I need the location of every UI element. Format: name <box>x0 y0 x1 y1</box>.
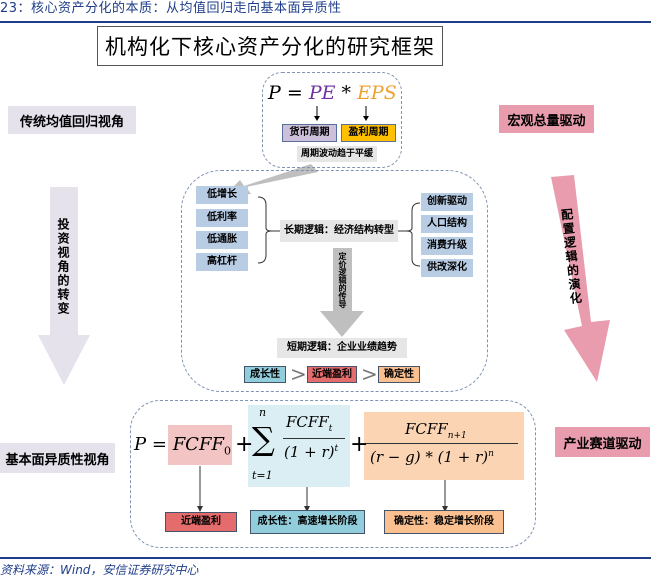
left-arrow-text: 投资视角的转变 <box>56 218 70 316</box>
rank-growth: 成长性 <box>244 366 286 383</box>
source-note: 资料来源：Wind，安信证券研究中心 <box>0 563 199 577</box>
formula-eps: EPS <box>357 82 397 104</box>
dcf-formula-lhs: P = FCFF0 <box>134 434 231 457</box>
structure-factor-item: 供改深化 <box>421 259 473 277</box>
formula-plus: + <box>235 432 254 457</box>
greater-than-sign: > <box>361 362 378 386</box>
traditional-view-label: 传统均值回归视角 <box>8 106 136 134</box>
term1-arrowhead <box>197 506 203 512</box>
eps-down-arrowhead <box>363 116 369 121</box>
term2-arrowhead <box>304 506 310 512</box>
term3-highlight <box>364 412 524 480</box>
middle-logic-container <box>181 170 488 392</box>
rank-near-earnings: 近端盈利 <box>307 366 357 383</box>
growth-stage-label: 成长性：高速增长阶段 <box>250 510 365 534</box>
term2-denominator: (1 + r)t <box>284 445 338 460</box>
formula-fcff0: FCFF <box>172 434 224 455</box>
term3-numerator: FCFFn+1 <box>405 420 467 441</box>
formula-den-a: (r − <box>370 448 406 466</box>
formula-sub: 0 <box>223 444 231 458</box>
formula-den-b: ) * (1 + r) <box>414 448 489 466</box>
bottom-formula-container <box>130 400 536 548</box>
formula-g: g <box>405 448 415 466</box>
left-down-arrow <box>38 187 90 385</box>
structure-factor-item: 创新驱动 <box>421 193 473 211</box>
formula-fcfft: FCFF <box>286 413 329 431</box>
long-term-logic-box: 长期逻辑：经济结构转型 <box>280 220 398 242</box>
structure-factor-item: 人口结构 <box>421 215 473 233</box>
term2-numerator: FCFFt <box>286 413 332 434</box>
fundamental-view-label: 基本面异质性视角 <box>0 443 115 473</box>
short-term-logic-box: 短期逻辑：企业业绩趋势 <box>277 338 407 358</box>
greater-than-sign: > <box>290 362 307 386</box>
term3-denominator: (r − g) * (1 + r)n <box>370 450 494 465</box>
center-down-arrow <box>320 248 364 337</box>
term2-highlight <box>248 405 350 487</box>
formula-star: * <box>341 82 352 104</box>
figure-caption: 23：核心资产分化的本质：从均值回归走向基本面异质性 <box>0 1 342 16</box>
term3-arrowhead <box>442 506 448 512</box>
term3-fraction-bar <box>366 443 518 444</box>
formula-plus: + <box>350 432 369 457</box>
formula-sup: t <box>334 444 339 454</box>
formula-eq: = <box>286 82 303 104</box>
industry-driver-label: 产业赛道驱动 <box>555 427 650 457</box>
macro-driver-label: 宏观总量驱动 <box>499 105 594 133</box>
term1-highlight <box>168 425 232 465</box>
rank-certainty: 确定性 <box>378 366 420 383</box>
header-divider <box>0 21 651 23</box>
formula-fcffn1: FCFF <box>405 420 448 438</box>
sum-upper: n <box>259 406 267 419</box>
formula-p: P <box>134 434 147 455</box>
gray-diagonal-arrow <box>224 164 318 196</box>
right-down-arrow <box>551 175 610 382</box>
pe-eps-formula: P = PE * EPS <box>268 84 397 103</box>
top-formula-container <box>262 72 402 168</box>
term2-fraction-bar <box>283 438 345 439</box>
formula-sub: n+1 <box>447 431 467 441</box>
formula-p: P <box>268 82 281 104</box>
formula-den: (1 + r) <box>284 443 335 461</box>
formula-eq: = <box>151 434 167 455</box>
diagram-title: 机构化下核心资产分化的研究框架 <box>97 26 443 66</box>
formula-sub: t <box>328 424 333 434</box>
cycle-flatten-note: 周期波动趋于平缓 <box>297 146 377 162</box>
pe-down-arrowhead <box>314 116 320 121</box>
macro-factor-item: 低通胀 <box>196 231 248 249</box>
certainty-stage-label: 确定性：稳定增长阶段 <box>384 510 504 534</box>
formula-pe: PE <box>308 82 336 104</box>
structure-factor-item: 消费升级 <box>421 237 473 255</box>
sum-symbol: ∑ <box>252 420 275 458</box>
macro-factor-item: 低增长 <box>196 186 248 204</box>
monetary-cycle-box: 货币周期 <box>282 124 337 142</box>
pricing-logic-arrow-text: 定价逻辑的传导 <box>338 252 347 308</box>
macro-factor-item: 低利率 <box>196 209 248 227</box>
sum-lower: t=1 <box>252 469 273 482</box>
near-earnings-label: 近端盈利 <box>165 512 237 532</box>
earnings-cycle-box: 盈利周期 <box>341 124 396 142</box>
footer-divider <box>0 557 651 559</box>
macro-factor-item: 高杠杆 <box>196 253 248 271</box>
formula-sup: n <box>488 449 494 459</box>
